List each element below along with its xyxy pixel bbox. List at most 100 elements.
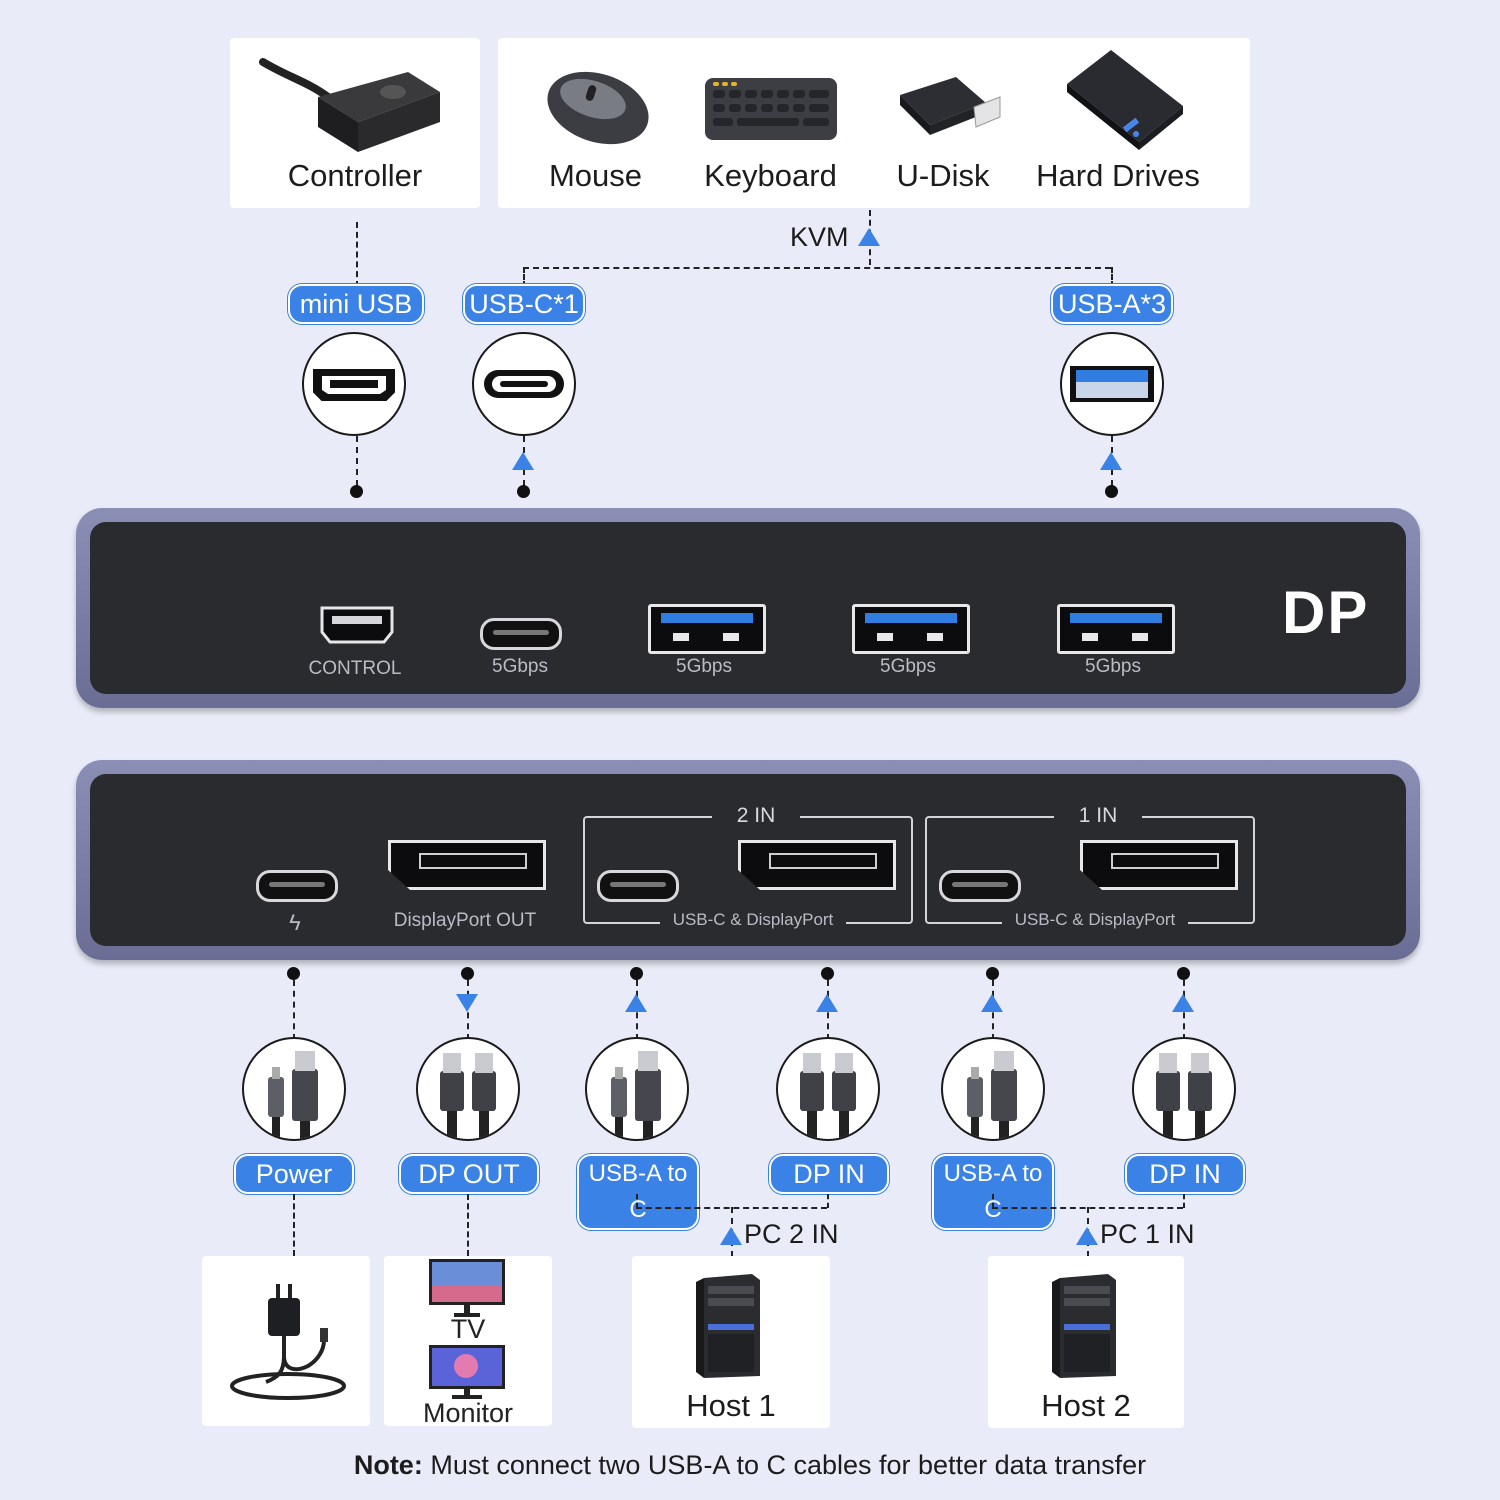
dp-out-cable-circle xyxy=(416,1037,520,1141)
usb-a-pill: USB-A*3 xyxy=(1051,284,1173,324)
host-1-computer-icon xyxy=(696,1274,760,1378)
group-1-usb-c-port xyxy=(939,870,1021,902)
dp-in-2-dot xyxy=(821,967,834,980)
mini-usb-drop-line xyxy=(356,436,358,486)
pc1-in-label: PC 1 IN xyxy=(1100,1219,1195,1249)
pc1-arrow xyxy=(1076,1227,1098,1245)
usb-a-arrow xyxy=(1100,452,1122,470)
mini-usb-port-circle xyxy=(302,332,406,436)
rear-power-usb-c-port xyxy=(256,870,338,902)
group-2-in-title: 2 IN xyxy=(712,804,800,828)
dp-out-port xyxy=(388,840,546,890)
usb-a-to-c-1-pill: USB-A to C xyxy=(932,1154,1054,1230)
pc2-right-drop xyxy=(827,1194,829,1208)
rear-panel-face: ϟ DisplayPort OUT 2 IN USB-C & DisplayPo… xyxy=(90,774,1406,946)
usbc-1-arrow xyxy=(981,994,1003,1012)
controller-card: Controller xyxy=(230,38,480,208)
power-dot xyxy=(287,967,300,980)
controller-icon xyxy=(259,58,440,152)
kvm-devices-card: Mouse Keyboard U-Disk Hard Drives xyxy=(498,38,1250,208)
power-adapter-icon xyxy=(230,1284,346,1400)
kvm-drop-usba xyxy=(1111,267,1113,287)
monitor-label: Monitor xyxy=(422,1398,514,1428)
udisk-label: U-Disk xyxy=(896,158,990,193)
power-pill: Power xyxy=(234,1154,354,1194)
dp-cable-icon xyxy=(800,1053,856,1139)
dp-out-arrow xyxy=(456,994,478,1012)
mini-usb-port-icon xyxy=(313,369,395,401)
dp-in-1-dot xyxy=(1177,967,1190,980)
usb-a-to-c-2-pill: USB-A to C xyxy=(577,1154,699,1230)
usb-a-1-speed-label: 5Gbps xyxy=(676,656,732,677)
pc2-arrow xyxy=(720,1227,742,1245)
front-mini-usb-port xyxy=(320,606,394,644)
usb-c-speed-label: 5Gbps xyxy=(492,656,548,677)
front-usb-a-port-1 xyxy=(648,604,766,654)
power-adapter-card xyxy=(202,1256,370,1426)
pc2-in-label: PC 2 IN xyxy=(744,1219,839,1249)
usb-a-to-c-2-cable-circle xyxy=(585,1037,689,1141)
hard-drives-label: Hard Drives xyxy=(1036,158,1200,193)
dp-in-2-cable-circle xyxy=(776,1037,880,1141)
host-2-label: Host 2 xyxy=(1041,1388,1131,1423)
dp-out-pill: DP OUT xyxy=(399,1154,539,1194)
power-line xyxy=(293,980,295,1040)
display-card: TV Monitor xyxy=(384,1256,552,1428)
tv-icon xyxy=(429,1259,505,1317)
host-2-computer-icon xyxy=(1052,1274,1116,1378)
usb-a-to-c-cable-icon xyxy=(967,1051,1017,1139)
power-symbol: ϟ xyxy=(289,910,301,935)
group-1-sub-label: USB-C & DisplayPort xyxy=(1002,910,1188,930)
mini-usb-pill: mini USB xyxy=(288,284,424,324)
front-usb-c-port xyxy=(480,618,562,650)
hard-drive-icon xyxy=(1067,50,1183,150)
usb-c-arrow xyxy=(512,452,534,470)
dp-in-1-arrow xyxy=(1172,994,1194,1012)
power-cable-circle xyxy=(242,1037,346,1141)
host-1-card: Host 1 xyxy=(632,1256,830,1428)
usbc-2-arrow xyxy=(625,994,647,1012)
usb-a-dot xyxy=(1105,485,1118,498)
udisk-icon xyxy=(900,77,1001,135)
dp-in-2-arrow xyxy=(816,994,838,1012)
mini-usb-dot xyxy=(350,485,363,498)
tv-label: TV xyxy=(450,1314,486,1344)
dp-cable-icon xyxy=(440,1053,496,1139)
host-1-label: Host 1 xyxy=(686,1388,776,1423)
monitor-icon xyxy=(429,1345,505,1399)
keyboard-icon xyxy=(705,78,837,140)
usb-a-to-c-1-cable-circle xyxy=(941,1037,1045,1141)
controller-label: Controller xyxy=(287,158,423,193)
dp-logo: DP xyxy=(1282,579,1370,646)
controller-connector-line xyxy=(356,222,358,287)
mouse-icon xyxy=(547,71,649,145)
usb-c-port-circle xyxy=(472,332,576,436)
usb-c-port-icon xyxy=(484,370,564,398)
dp-in-1-pill: DP IN xyxy=(1125,1154,1245,1194)
host-2-card: Host 2 xyxy=(988,1256,1184,1428)
pc1-right-drop xyxy=(1183,1194,1185,1208)
kvm-drop-usbc xyxy=(523,267,525,287)
power-down-line xyxy=(293,1194,295,1256)
front-panel-face: CONTROL 5Gbps 5Gbps 5Gbps 5Gbps DP xyxy=(90,522,1406,694)
usbc-2-dot xyxy=(630,967,643,980)
kvm-label: KVM xyxy=(790,222,849,252)
rear-panel: ϟ DisplayPort OUT 2 IN USB-C & DisplayPo… xyxy=(76,760,1420,960)
front-usb-a-port-2 xyxy=(852,604,970,654)
usb-a-port-circle xyxy=(1060,332,1164,436)
group-2-dp-port xyxy=(738,840,896,890)
dp-out-dot xyxy=(461,967,474,980)
dp-in-2-pill: DP IN xyxy=(769,1154,889,1194)
usb-a-3-speed-label: 5Gbps xyxy=(1085,656,1141,677)
front-panel: CONTROL 5Gbps 5Gbps 5Gbps 5Gbps DP xyxy=(76,508,1420,708)
kvm-bus-line xyxy=(523,267,1111,269)
pc1-left-drop xyxy=(992,1194,994,1208)
note-body: Must connect two USB-A to C cables for b… xyxy=(422,1450,1147,1480)
control-label: CONTROL xyxy=(308,658,402,679)
usb-c-pill: USB-C*1 xyxy=(463,284,585,324)
dp-out-port-label: DisplayPort OUT xyxy=(393,910,537,931)
kvm-arrow xyxy=(858,228,880,246)
group-2-usb-c-port xyxy=(597,870,679,902)
pc2-left-drop xyxy=(636,1194,638,1208)
note-prefix: Note: xyxy=(353,1450,423,1480)
